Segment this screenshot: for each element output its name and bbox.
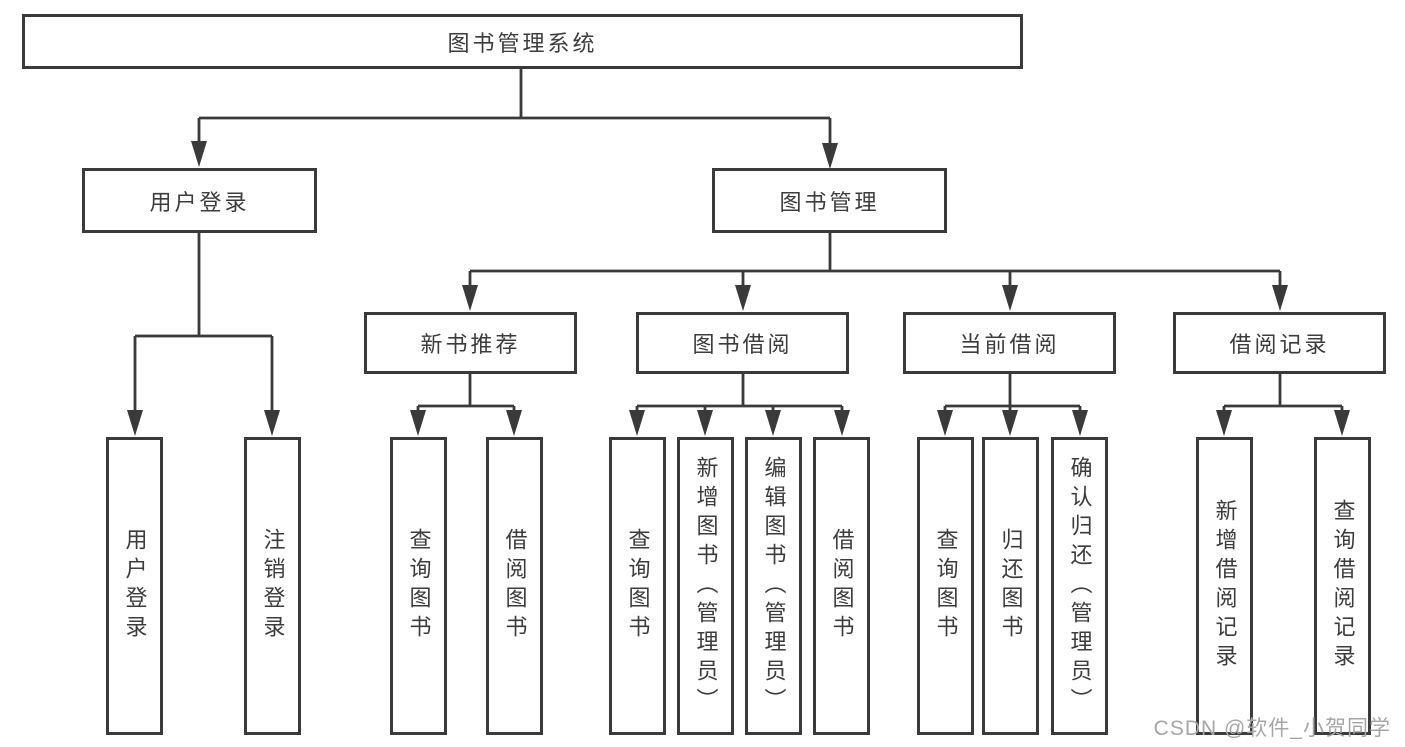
leaf-bb-borrow-book: 借阅图书	[813, 437, 870, 735]
leaf-bb-borrow-book-label: 借阅图书	[829, 528, 855, 644]
leaf-nbr-query-book: 查询图书	[390, 437, 447, 735]
node-root: 图书管理系统	[22, 14, 1023, 69]
node-borrow-records: 借阅记录	[1173, 312, 1386, 374]
leaf-cb-query-book-label: 查询图书	[933, 528, 959, 644]
leaf-bb-add-book-admin-label: 新增图书（管理员）	[693, 455, 719, 717]
node-user-login: 用户登录	[82, 168, 317, 233]
node-book-management-label: 图书管理	[779, 189, 880, 215]
leaf-user-login-label: 用户登录	[122, 528, 148, 644]
node-new-book-recommend: 新书推荐	[364, 312, 577, 374]
leaf-br-query-record: 查询借阅记录	[1314, 437, 1371, 735]
leaf-logout-label: 注销登录	[260, 528, 286, 644]
leaf-cb-query-book: 查询图书	[917, 437, 974, 735]
leaf-br-query-record-label: 查询借阅记录	[1330, 499, 1356, 673]
leaf-nbr-borrow-book: 借阅图书	[486, 437, 543, 735]
node-book-borrow-label: 图书借阅	[692, 332, 793, 357]
leaf-bb-add-book-admin: 新增图书（管理员）	[677, 437, 734, 735]
node-root-label: 图书管理系统	[447, 30, 598, 56]
leaf-cb-return-book: 归还图书	[982, 437, 1039, 735]
leaf-bb-edit-book-admin: 编辑图书（管理员）	[745, 437, 802, 735]
node-borrow-records-label: 借阅记录	[1229, 332, 1330, 357]
leaf-br-add-record: 新增借阅记录	[1196, 437, 1253, 735]
leaf-bb-query-book: 查询图书	[609, 437, 666, 735]
leaf-bb-edit-book-admin-label: 编辑图书（管理员）	[761, 455, 787, 717]
arrowhead-icons	[127, 141, 1350, 436]
leaf-br-add-record-label: 新增借阅记录	[1212, 499, 1238, 673]
leaf-user-login: 用户登录	[106, 437, 163, 735]
leaf-bb-query-book-label: 查询图书	[625, 528, 651, 644]
leaf-cb-confirm-return-admin-label: 确认归还（管理员）	[1067, 455, 1093, 717]
node-current-borrow: 当前借阅	[903, 312, 1116, 374]
node-user-login-label: 用户登录	[149, 189, 250, 215]
leaf-nbr-query-book-label: 查询图书	[406, 528, 432, 644]
node-book-borrow: 图书借阅	[636, 312, 849, 374]
leaf-nbr-borrow-book-label: 借阅图书	[502, 528, 528, 644]
leaf-logout: 注销登录	[244, 437, 301, 735]
node-current-borrow-label: 当前借阅	[959, 332, 1060, 357]
node-new-book-recommend-label: 新书推荐	[420, 332, 521, 357]
watermark: CSDN @软件_小贺同学	[1153, 717, 1391, 740]
leaf-cb-return-book-label: 归还图书	[998, 528, 1024, 644]
node-book-management: 图书管理	[712, 168, 947, 233]
leaf-cb-confirm-return-admin: 确认归还（管理员）	[1051, 437, 1108, 735]
